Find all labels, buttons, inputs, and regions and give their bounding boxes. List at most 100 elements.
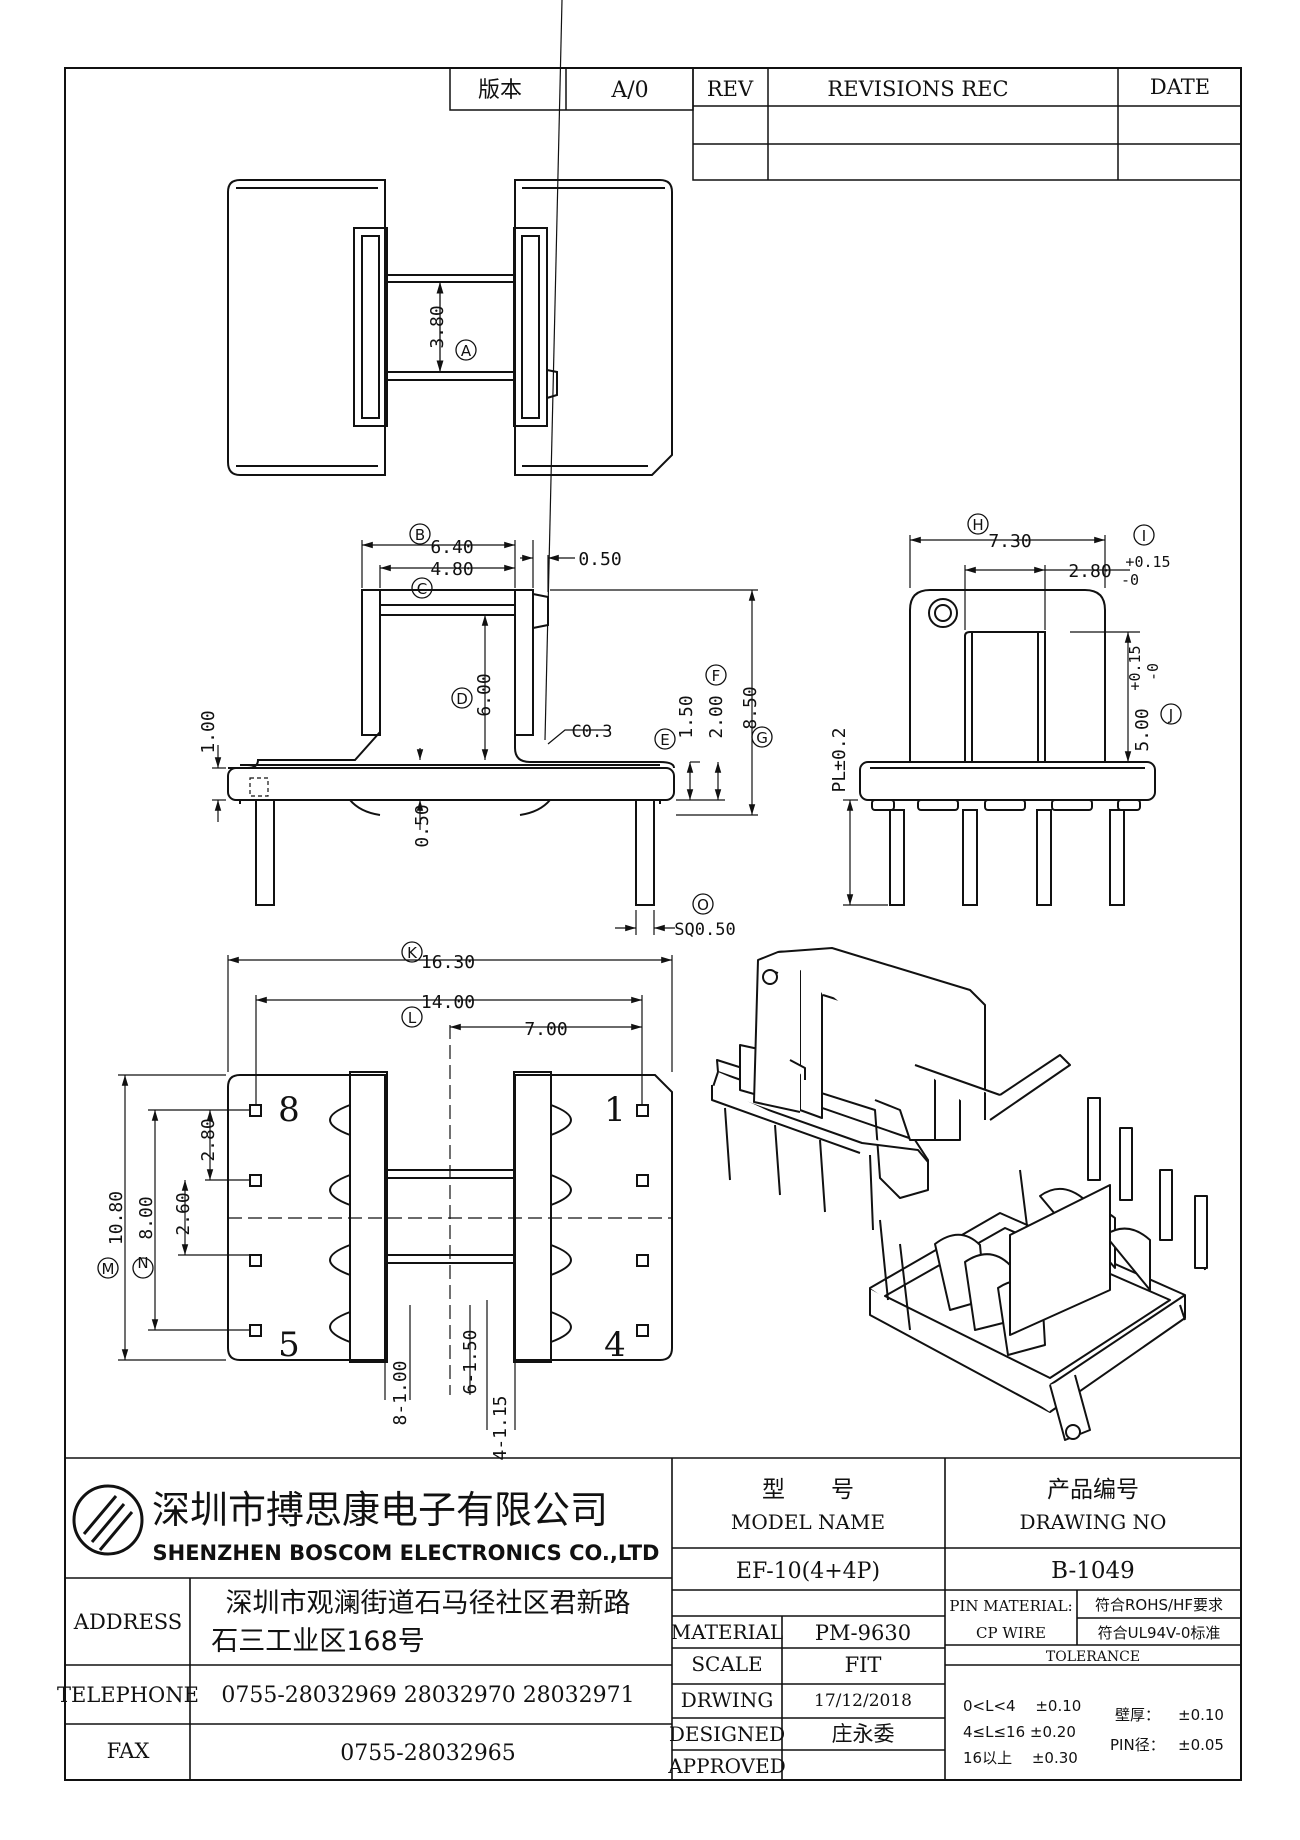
dim-f: 2.00 — [706, 695, 727, 738]
pin-label-8: 8 — [278, 1090, 300, 1130]
version-label: 版本 — [478, 78, 522, 103]
dim-j-tol-minus: -0 — [1144, 663, 1162, 681]
mark-j: J — [1168, 706, 1173, 724]
dim-g: 8.50 — [740, 686, 761, 729]
date-value: 17/12/2018 — [814, 1691, 912, 1711]
dim-p1: 2.80 — [198, 1118, 219, 1161]
scale-value: FIT — [845, 1653, 882, 1677]
scale-label: SCALE — [691, 1652, 762, 1676]
dim-pl: PL±0.2 — [829, 727, 850, 792]
tolerance-row-1: 0<L<4 ±0.10 — [963, 1697, 1081, 1715]
dim-i-tol-plus: +0.15 — [1125, 553, 1170, 571]
wall-label: 壁厚： — [1115, 1706, 1160, 1724]
pin-label-5: 5 — [278, 1325, 300, 1365]
dim-b: 6.40 — [430, 537, 473, 558]
dim-i: 2.80 — [1068, 561, 1111, 582]
top-view — [227, 179, 673, 476]
fax-label: FAX — [107, 1739, 150, 1763]
dim-d: 6.00 — [474, 673, 495, 716]
dim-step: 0.50 — [412, 804, 433, 847]
address-line2: 石三工业区168号 — [211, 1626, 425, 1657]
pin-dia-label: PIN径： — [1110, 1736, 1165, 1754]
tolerance-row-2: 4≤L≤16 ±0.20 — [963, 1723, 1076, 1741]
mark-o: O — [697, 896, 709, 914]
dim-chamfer: C0.3 — [572, 722, 613, 742]
company-logo — [72, 1484, 144, 1556]
material-label: MATERIAL — [671, 1620, 783, 1644]
side-view — [859, 589, 1156, 906]
isometric-view-top — [711, 947, 1071, 1231]
revision-block — [449, 67, 1242, 181]
drawing-value: B-1049 — [1051, 1558, 1135, 1584]
date-header: DATE — [1150, 75, 1210, 99]
drawing-label-cn: 产品编号 — [1047, 1477, 1139, 1503]
mark-d: D — [456, 690, 468, 708]
dim-n: 8.00 — [136, 1196, 157, 1239]
pin-label-4: 4 — [604, 1325, 626, 1365]
material-value: PM-9630 — [815, 1621, 911, 1645]
mark-c: C — [417, 580, 427, 598]
pin-material-value: CP WIRE — [976, 1624, 1046, 1642]
dim-i-tol-minus: -0 — [1121, 571, 1139, 589]
front-view — [227, 589, 675, 906]
dim-o: SQ0.50 — [674, 920, 735, 940]
dim-e: 1.50 — [676, 695, 697, 738]
telephone-label: TELEPHONE — [57, 1683, 199, 1707]
wall-value: ±0.10 — [1178, 1706, 1224, 1724]
mark-i: I — [1142, 527, 1146, 545]
dim-d1: 8-1.00 — [390, 1360, 411, 1425]
dim-slot-width: 3.80 — [427, 305, 448, 348]
ul-note: 符合UL94V-0标准 — [1098, 1624, 1221, 1642]
model-value: EF-10(4+4P) — [736, 1559, 880, 1584]
designed-label: DESIGNED — [669, 1722, 785, 1746]
address-line1: 深圳市观澜街道石马径社区君新路 — [226, 1588, 631, 1619]
mark-g: G — [756, 729, 768, 747]
isometric-view-bottom — [869, 1097, 1208, 1441]
dim-d3: 4-1.15 — [490, 1395, 511, 1460]
mark-e: E — [660, 731, 669, 749]
rohs-note: 符合ROHS/HF要求 — [1095, 1596, 1223, 1614]
dim-flange: 0.50 — [578, 549, 621, 570]
pin-material-label: PIN MATERIAL: — [949, 1597, 1072, 1615]
pin-dia-value: ±0.05 — [1178, 1736, 1224, 1754]
mark-a: A — [461, 342, 472, 360]
dim-base-thk: 1.00 — [198, 710, 219, 753]
dim-c: 4.80 — [430, 559, 473, 580]
telephone-value: 0755-28032969 28032970 28032971 — [221, 1683, 634, 1708]
dim-j-tol-plus: +0.15 — [1126, 645, 1144, 690]
version-value: A/0 — [610, 78, 648, 103]
revisions-header: REVISIONS REC — [827, 77, 1008, 101]
designed-value: 庄永委 — [832, 1722, 895, 1746]
model-label-cn: 型 号 — [762, 1477, 854, 1503]
mark-f: F — [712, 667, 721, 685]
mark-n: N — [137, 1254, 148, 1272]
mark-h: H — [972, 516, 983, 534]
model-label-en: MODEL NAME — [731, 1510, 885, 1534]
dim-d2: 6-1.50 — [460, 1329, 481, 1394]
bottom-view — [227, 1071, 673, 1363]
mark-m: M — [102, 1260, 115, 1278]
fax-value: 0755-28032965 — [340, 1741, 515, 1766]
tolerance-label: TOLERANCE — [1046, 1649, 1140, 1665]
rev-header: REV — [707, 77, 754, 101]
dim-half: 7.00 — [524, 1019, 567, 1040]
dim-k: 16.30 — [421, 952, 475, 973]
dim-l: 14.00 — [421, 992, 475, 1013]
dim-p2: 2.60 — [173, 1192, 194, 1235]
dim-h: 7.30 — [988, 531, 1031, 552]
dim-m: 10.80 — [106, 1191, 127, 1245]
mark-k: K — [407, 944, 418, 962]
company-name-en: SHENZHEN BOSCOM ELECTRONICS CO.,LTD — [153, 1541, 660, 1565]
drawing-label-en: DRAWING NO — [1020, 1510, 1167, 1534]
approved-label: APPROVED — [667, 1754, 786, 1778]
mark-l: L — [408, 1009, 417, 1027]
address-label: ADDRESS — [73, 1610, 182, 1634]
pin-label-1: 1 — [604, 1090, 626, 1130]
title-block — [65, 1457, 1241, 1780]
drawing-row-label: DRWING — [681, 1688, 774, 1712]
tolerance-row-3: 16以上 ±0.30 — [963, 1749, 1078, 1767]
mark-b: B — [415, 526, 425, 544]
dim-j: 5.00 — [1132, 708, 1153, 751]
company-name-cn: 深圳市搏思康电子有限公司 — [152, 1488, 608, 1532]
